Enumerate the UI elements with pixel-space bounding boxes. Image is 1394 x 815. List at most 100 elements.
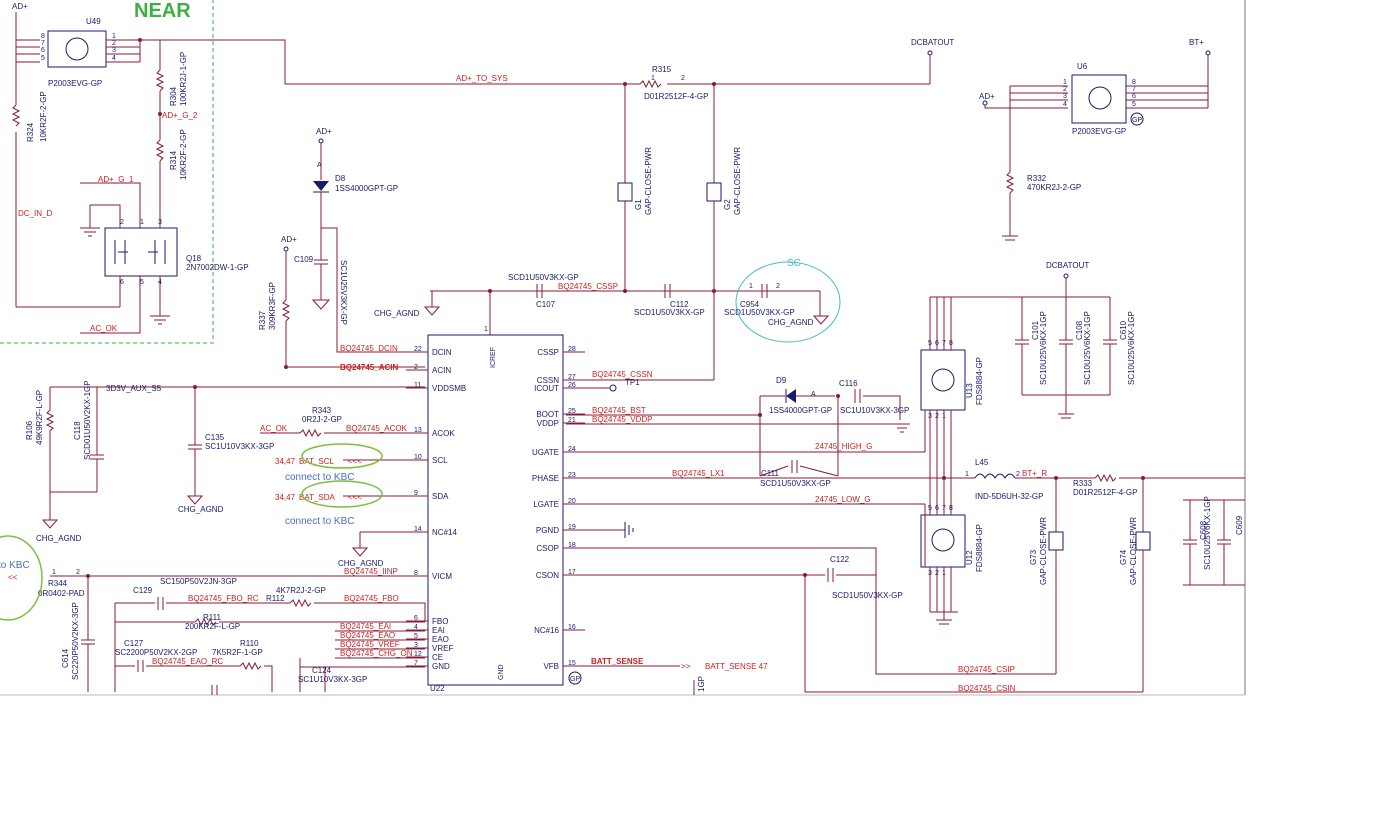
u6-ref: U6 xyxy=(1077,62,1088,71)
r332-value: 470KR2J-2-GP xyxy=(1027,183,1081,192)
svg-text:5: 5 xyxy=(928,505,932,512)
d9-diode xyxy=(786,389,796,403)
u22-pin-num: 4 xyxy=(414,624,418,631)
c111-value: SCD1U50V3KX-GP xyxy=(760,479,831,488)
r304-ref: R304 xyxy=(169,86,178,106)
u22-pin-num: 15 xyxy=(568,660,576,667)
c135-value: SC1U10V3KX-3GP xyxy=(205,442,274,451)
svg-text:GP: GP xyxy=(1132,117,1142,124)
c109-value: SC1U25V3KX-GP xyxy=(339,260,348,325)
u22-pin-cssp: CSSP xyxy=(537,348,559,357)
svg-text:7: 7 xyxy=(942,505,946,512)
u22-pin-num: 27 xyxy=(568,374,576,381)
svg-text:8: 8 xyxy=(949,340,953,347)
u22-pin-vfb: VFB xyxy=(543,662,559,671)
svg-text:6: 6 xyxy=(41,47,45,54)
r315-value: D01R2512F-4-GP xyxy=(644,92,708,101)
l45-value: IND-5D6UH-32-GP xyxy=(975,492,1043,501)
u22-icref: ICREF xyxy=(490,347,497,368)
g2-value: GAP-CLOSE-PWR xyxy=(733,147,742,215)
r343-value: 0R2J-2-GP xyxy=(302,415,342,424)
ad-plus-label-4: AD+ xyxy=(281,235,297,244)
net-cssp: BQ24745_CSSP xyxy=(558,282,618,291)
u22-pin-num: 28 xyxy=(568,346,576,353)
c116-value: SC1U10V3KX-3GP xyxy=(840,406,909,415)
connect-kbc-note-1: connect to KBC xyxy=(285,472,354,483)
c112-value: SCD1U50V3KX-GP xyxy=(634,308,705,317)
svg-text:5: 5 xyxy=(928,340,932,347)
sda-highlight xyxy=(301,480,383,508)
l45-ref: L45 xyxy=(975,458,989,467)
u22-pin-boot: BOOT xyxy=(536,410,559,419)
u22-gnd-inner: GND xyxy=(498,664,505,680)
r314-ref: R314 xyxy=(169,150,178,170)
ad-plus-label-2: AD+ xyxy=(316,127,332,136)
net-vddp: BQ24745_VDDP xyxy=(592,415,652,424)
c135-ref: C135 xyxy=(205,433,225,442)
q18-ref: Q18 xyxy=(186,254,202,263)
r106-ref: R106 xyxy=(25,420,34,440)
svg-text:3: 3 xyxy=(112,47,116,54)
svg-text:<<<: <<< xyxy=(348,493,362,502)
c610-ref: C610 xyxy=(1119,320,1128,340)
net-acin: BQ24745_ACIN xyxy=(340,363,398,372)
u22-pin-num: 20 xyxy=(568,498,576,505)
ad-plus-label-3: AD+ xyxy=(979,92,995,101)
net-vref: BQ24745_VREF xyxy=(340,640,400,649)
u22-pin-icout: ICOUT xyxy=(534,384,559,393)
tp1-ref: TP1 xyxy=(625,378,640,387)
c108-value: SC10U25V6KX-1GP xyxy=(1083,311,1092,385)
svg-text:3: 3 xyxy=(1063,93,1067,100)
u22-pin-acok: ACOK xyxy=(432,429,455,438)
g1-ref: G1 xyxy=(634,199,643,210)
r315-ref: R315 xyxy=(652,65,672,74)
u22-pin-csop: CSOP xyxy=(536,544,559,553)
u49-value: P2003EVG-GP xyxy=(48,79,102,88)
net-iinp: BQ24745_IINP xyxy=(344,567,398,576)
dcbatout-label-2: DCBATOUT xyxy=(1046,261,1089,270)
svg-text:>>: >> xyxy=(681,662,691,671)
u13-ref: U13 xyxy=(965,383,974,398)
svg-text:2: 2 xyxy=(935,413,939,420)
r314-value: 10KR2F-2-GP xyxy=(179,129,188,180)
d8-value: 1SS4000GPT-GP xyxy=(335,184,398,193)
u22-pin-phase: PHASE xyxy=(532,474,559,483)
r324-ref: R324 xyxy=(26,122,35,142)
ref-3447-scl: 34,47 xyxy=(275,457,296,466)
u49-chip xyxy=(47,30,107,68)
svg-text:2: 2 xyxy=(112,40,116,47)
u6-chip xyxy=(1071,74,1127,124)
r304-value: 100KR2J-1-GP xyxy=(179,52,188,106)
svg-text:6: 6 xyxy=(935,505,939,512)
u13-value: FDS8884-GP xyxy=(975,357,984,405)
svg-text:1: 1 xyxy=(651,75,655,82)
net-low-g: 24745_LOW_G xyxy=(815,495,871,504)
net-fbo-rc: BQ24745_FBO_RC xyxy=(188,594,259,603)
d9-ref: D9 xyxy=(776,376,787,385)
u22-pin-num: 17 xyxy=(568,569,576,576)
net-fbo: BQ24745_FBO xyxy=(344,594,399,603)
c614-value: SC220P50V2KX-3GP xyxy=(71,602,80,680)
svg-text:<<: << xyxy=(8,573,18,582)
r106-value: 49K9R2F-L-GP xyxy=(35,390,44,445)
svg-text:3: 3 xyxy=(158,219,162,226)
svg-text:8: 8 xyxy=(41,33,45,40)
ad-plus-label-1: AD+ xyxy=(12,2,28,11)
u22-pin-num: 14 xyxy=(414,526,422,533)
net-bat-sda: BAT_SDA xyxy=(299,493,336,502)
svg-text:2: 2 xyxy=(776,283,780,290)
r111-value: 200KR2F-L-GP xyxy=(185,622,240,631)
u22-pin-num: 19 xyxy=(568,524,576,531)
dcbatout-label-1: DCBATOUT xyxy=(911,38,954,47)
u22-pin-num: 18 xyxy=(568,542,576,549)
net-ad-g-2: AD+_G_2 xyxy=(162,111,198,120)
r344-ref: R344 xyxy=(48,579,68,588)
u12-chip xyxy=(920,514,966,568)
svg-text:7: 7 xyxy=(1132,86,1136,93)
chg-agnd-label-2: CHG_AGND xyxy=(768,318,814,327)
sc-annotation: SC xyxy=(787,258,801,269)
u22-pin-num: 13 xyxy=(414,427,422,434)
u22-pin-vicm: VICM xyxy=(432,572,452,581)
chg-agnd-label-4: CHG_AGND xyxy=(338,559,384,568)
